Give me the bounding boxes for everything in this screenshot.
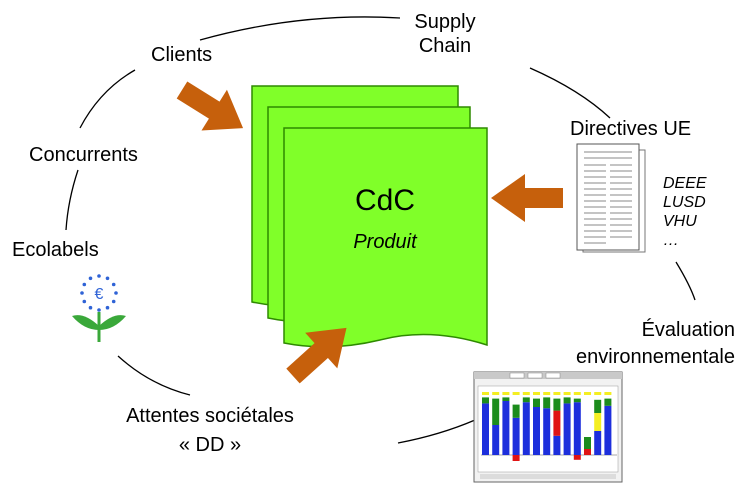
lca-bar-cap [573,392,581,395]
label-supply-chain: Supply Chain [400,10,490,58]
lca-bar-segment [492,398,500,425]
lca-bar-segment [573,398,581,403]
lca-bar-segment [584,437,591,449]
arrows [176,81,563,384]
svg-text:€: € [95,286,104,303]
lca-bar-segment [594,431,602,455]
lca-bar-segment [594,413,602,431]
lca-bar-cap [533,392,540,395]
directive-document-icon [576,143,646,253]
directive-item: LUSD [663,194,706,211]
label-evaluation: Évaluation environnementale [576,318,735,369]
lca-bar-cap [584,392,591,395]
lca-bar-segment [482,397,489,404]
label-evaluation-line1: Évaluation [641,319,735,341]
label-clients: Clients [151,44,213,66]
lca-bar-cap [522,392,530,395]
directive-item: … [663,232,679,249]
ecolabel-star [114,291,118,295]
lca-bar-segment [502,397,510,401]
ecolabel-star [105,305,110,310]
label-supply-chain-line1: Supply [414,11,476,33]
directive-item: DEEE [663,175,707,192]
label-cdc-title: CdC [354,184,415,217]
ecolabel-star [82,282,87,287]
lca-bar-cap [512,392,520,395]
label-directives: Directives UE [570,118,692,140]
lca-bar-segment [502,401,510,455]
lca-bar-segment [512,417,520,455]
lca-bar-segment [543,408,551,455]
ecolabel-star [111,282,116,287]
lca-bar-segment [573,455,581,460]
lca-bar-cap [553,392,561,395]
directive-list: DEEE LUSD VHU … [663,174,707,250]
label-attentes: Attentes sociétales « DD » [95,404,325,457]
ecolabel-star [97,308,101,312]
label-evaluation-line2: environnementale [576,346,735,368]
eu-ecolabel-flower-icon: € [72,274,126,342]
lca-bar-segment [553,398,561,411]
arrow-directives [491,174,563,222]
lca-bar-segment [604,398,612,406]
arc-bottom-left [117,355,191,396]
document-front [283,127,488,348]
lca-bar-cap [492,392,500,395]
lca-bar-segment [512,404,520,418]
directive-item: VHU [663,213,697,230]
ecolabel-star [88,276,93,281]
lca-chart-screenshot-icon [473,371,623,483]
lca-bar-segment [543,397,551,409]
lca-bar-segment [482,403,489,455]
label-attentes-line2: « DD » [178,434,242,456]
arrow-clients [176,81,244,131]
lca-bar-segment [584,449,591,455]
label-cdc-subtitle: Produit [353,231,417,253]
lca-bar-segment [563,403,571,455]
ecolabel-star [88,305,93,310]
arrow-attentes [286,327,347,384]
lca-bar-segment [533,407,540,455]
label-concurrents: Concurrents [29,144,138,166]
arc-top [199,16,401,41]
lca-bar-segment [522,402,530,455]
ecolabel-star [111,299,116,304]
lca-bar-segment [553,410,561,436]
lca-bar-cap [502,392,510,395]
lca-bar-segment [563,397,571,404]
label-ecolabels: Ecolabels [12,239,99,261]
cdc-document-stack [251,85,488,348]
lca-bar-segment [553,435,561,455]
lca-bar-segment [522,397,530,403]
ecolabel-star [80,291,84,295]
arc-top-left [79,69,136,129]
label-attentes-line1: Attentes sociétales [126,405,294,427]
arc-bottom-right [397,419,476,444]
lca-bar-segment [604,405,612,455]
lca-bar-segment [533,398,540,407]
arc-right [675,261,696,301]
lca-bar-cap [563,392,571,395]
lca-bar-segment [594,399,602,413]
ecolabel-star [97,274,101,278]
lca-bar-cap [604,392,612,395]
ecolabel-star [82,299,87,304]
lca-bar-segment [512,455,520,461]
ecolabel-star [105,276,110,281]
label-supply-chain-line2: Chain [418,35,472,57]
lca-bar-segment [492,425,500,455]
lca-bar-cap [482,392,489,395]
arc-left [65,169,79,231]
arc-top-right [529,67,611,119]
lca-bar-cap [594,392,602,395]
lca-bar-segment [573,402,581,455]
cycle-arcs [65,16,696,444]
lca-bar-cap [543,392,551,395]
